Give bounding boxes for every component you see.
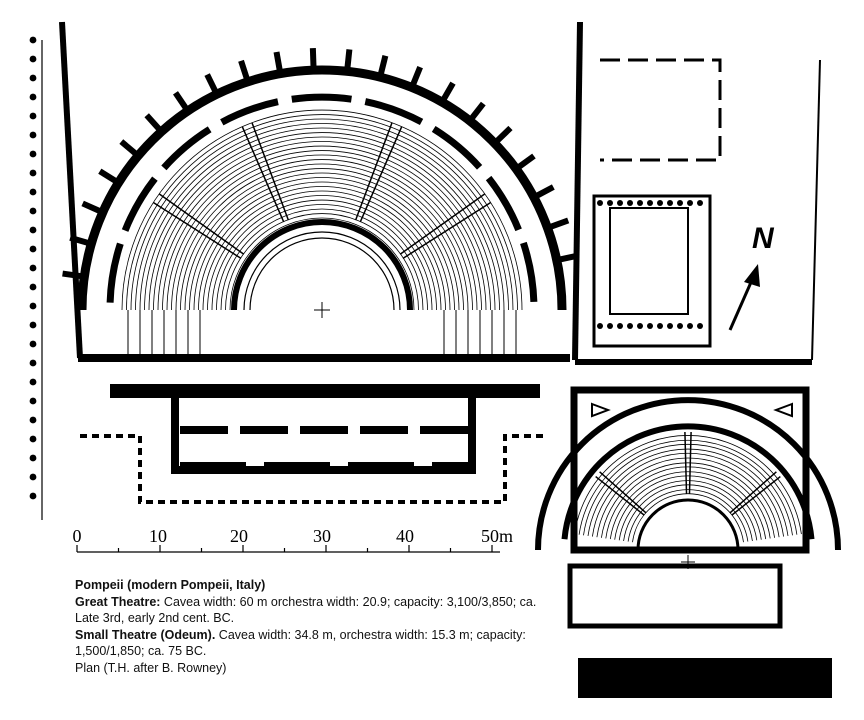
site-walls [29, 21, 821, 520]
north-label: N [752, 222, 774, 255]
scale-tick-label: 40 [396, 526, 414, 546]
scale-tick-label: 0 [72, 526, 82, 546]
scale-tick-label: 20 [230, 526, 248, 546]
great-theatre-label: Great Theatre: [75, 594, 161, 609]
small-theatre-text: Cavea width: 34.8 m, orchestra width: 15… [75, 627, 526, 659]
caption-title: Pompeii (modern Pompeii, Italy) [75, 578, 266, 592]
scale-bar [76, 545, 500, 553]
scale-tick-label: 30 [313, 526, 331, 546]
plan-credit: Plan (T.H. after B. Rowney) [75, 660, 227, 675]
scale-tick-label: 10 [149, 526, 167, 546]
scale-tick-label: 50m [480, 526, 514, 546]
small-theatre-plan [535, 386, 841, 698]
great-theatre-plan [62, 48, 579, 504]
small-theatre-label: Small Theatre (Odeum). [75, 627, 216, 642]
figure-caption: Pompeii (modern Pompeii, Italy) Great Th… [75, 577, 545, 676]
north-arrow-icon [728, 264, 760, 331]
great-theatre-text: Cavea width: 60 m orchestra width: 20.9;… [75, 594, 537, 626]
